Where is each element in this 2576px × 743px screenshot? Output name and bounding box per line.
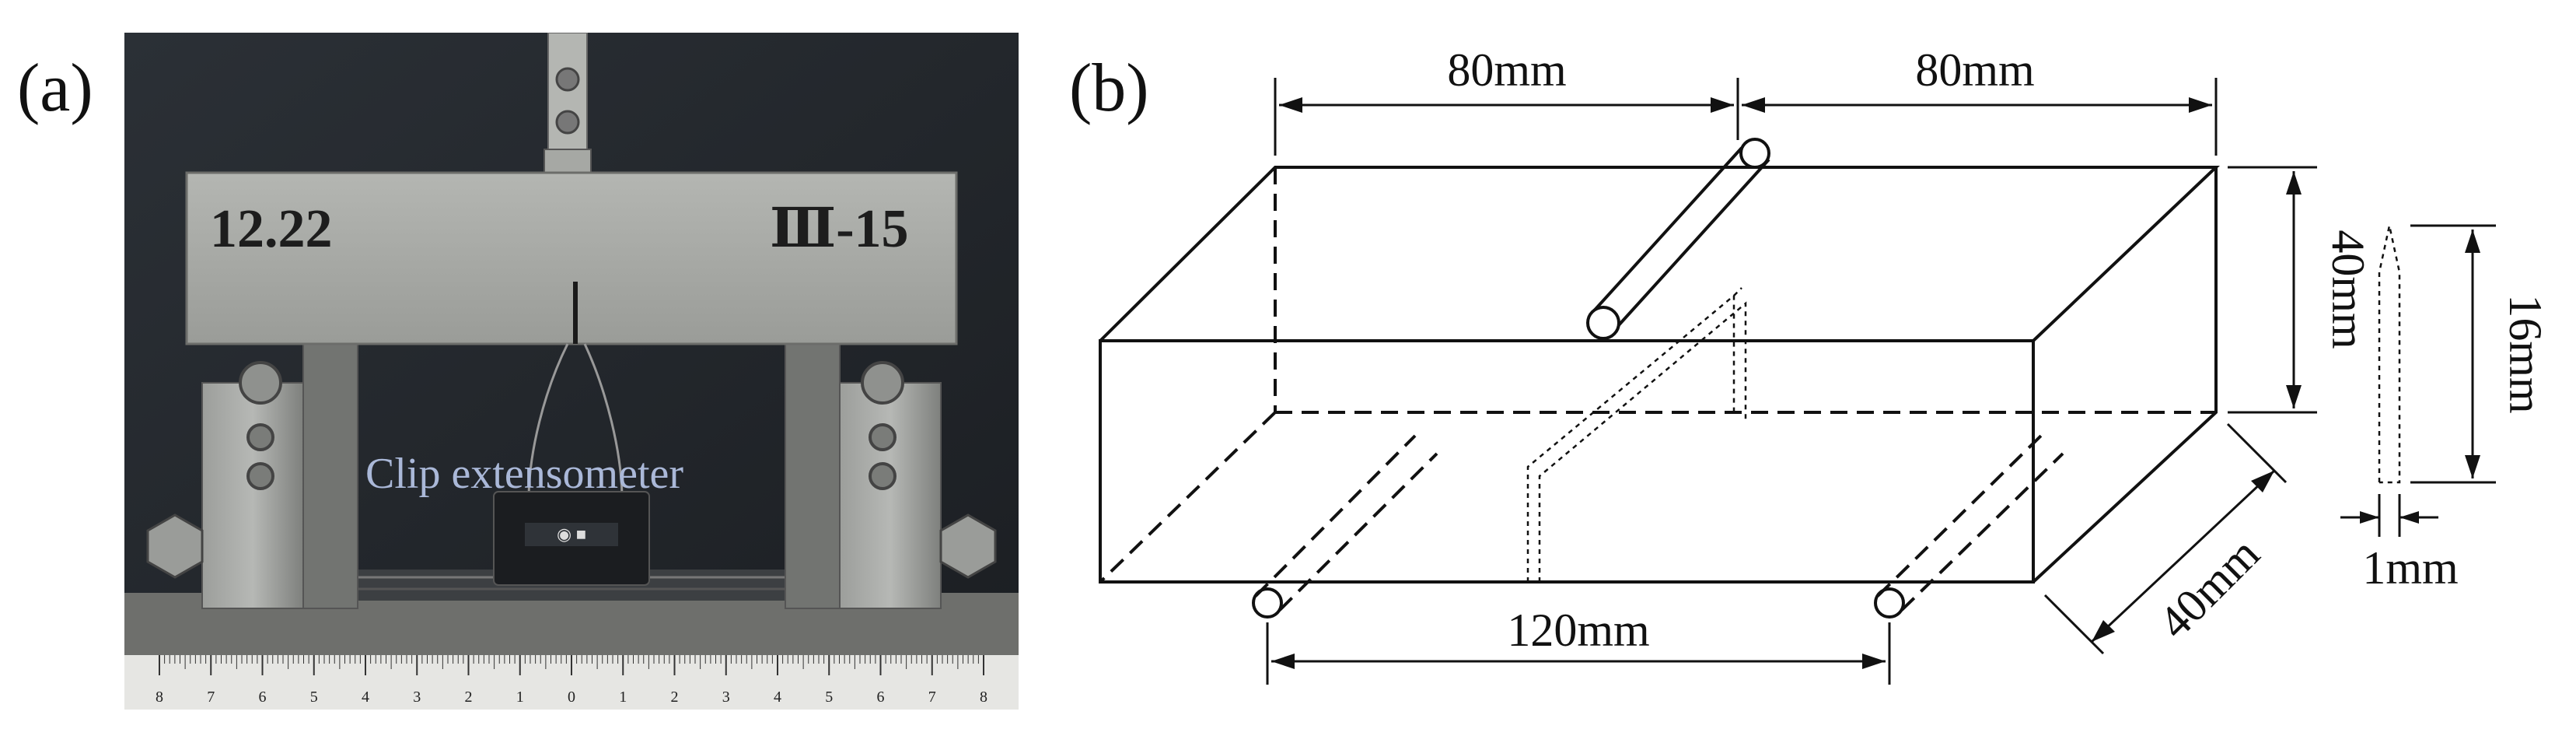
ruler-number: 5 [825,689,833,706]
panel-b-label: (b) [1069,51,1149,126]
ruler-number: 4 [362,689,369,706]
ruler-number: 5 [310,689,318,706]
ruler: 8 7 6 5 4 3 2 1 0 1 2 3 4 5 6 7 8 [124,655,1019,710]
dim-notch-height: 16mm [2500,294,2551,413]
test-setup-photo: 12.22 Ⅲ-15 ◉ ■ Clip extensometer 8 7 6 5 4 3 2… [124,33,1019,710]
loading-roller [1586,138,1770,340]
right-support-roller [1874,434,2064,619]
dim-top-right: 80mm [1915,44,2034,96]
ruler-number: 3 [722,689,730,706]
clip-extensometer: ◉ ■ [493,491,650,586]
dim-notch-width: 1mm [2362,542,2458,594]
ruler-number: 1 [619,689,627,706]
ruler-number: 8 [156,689,163,706]
dimension-lines [1266,78,2496,685]
ruler-number: 6 [259,689,267,706]
ruler-number: 7 [207,689,215,706]
ruler-number: 2 [671,689,679,706]
notch-detail [2378,225,2401,484]
right-support [785,319,942,609]
left-support [201,319,358,609]
specimen-mark-left: 12.22 [210,199,333,259]
left-support-roller [1252,434,1438,619]
specimen-schematic: 80mm 80mm 40mm 40mm 120mm 16mm 1mm [1099,44,2551,685]
extensometer-annotation: Clip extensometer [365,450,683,498]
front-face [1099,339,2035,584]
ruler-number: 4 [774,689,781,706]
top-face [1099,166,2221,342]
dim-depth: 40mm [2148,527,2269,648]
ruler-number: 8 [980,689,987,706]
dim-span: 120mm [1507,605,1649,656]
dim-height: 40mm [2323,230,2374,349]
ruler-number: 0 [568,689,575,706]
specimen-beam [185,171,958,345]
hidden-edges [1099,167,2216,584]
ruler-number: 7 [928,689,936,706]
ruler-number: 1 [516,689,524,706]
dim-top-left: 80mm [1447,44,1566,96]
notch-plane [1526,287,1747,582]
ruler-number: 3 [413,689,421,706]
right-face [2032,167,2218,584]
ruler-number: 2 [465,689,473,706]
ruler-number: 6 [877,689,885,706]
specimen-mark-right: Ⅲ-15 [770,199,909,259]
svg-text:◉ ■: ◉ ■ [557,524,586,544]
panel-a-label: (a) [17,51,93,126]
